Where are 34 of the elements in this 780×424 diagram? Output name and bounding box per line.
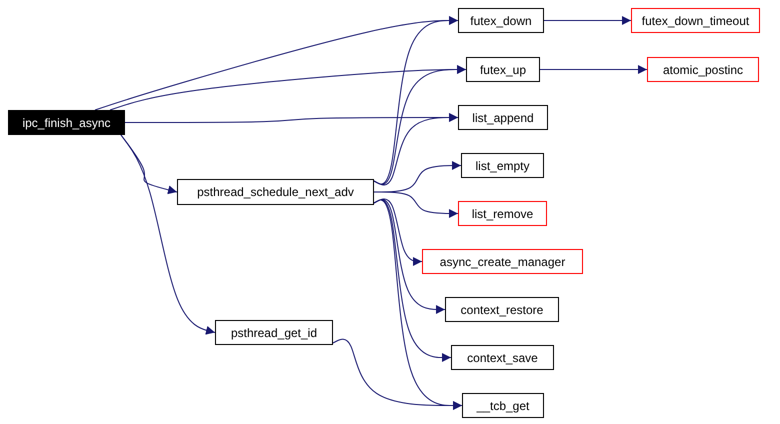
function-box bbox=[461, 153, 544, 178]
function-name: psthread_schedule_next_adv bbox=[197, 185, 354, 199]
function-box bbox=[466, 57, 540, 82]
function-name: ipc_finish_async bbox=[22, 116, 111, 130]
function-name: list_append bbox=[472, 110, 534, 124]
call-arrow bbox=[544, 16, 632, 25]
function-name: async_create_manager bbox=[440, 254, 566, 268]
function-name: context_restore bbox=[460, 302, 544, 316]
function-box bbox=[458, 105, 548, 130]
function-name: list_empty bbox=[475, 158, 530, 172]
call-arrow bbox=[120, 134, 216, 335]
function-name: atomic_postinc bbox=[662, 62, 744, 76]
function-name: futex_down_timeout bbox=[642, 14, 750, 28]
function-box bbox=[458, 8, 544, 33]
function-name: list_remove bbox=[472, 206, 534, 220]
function-box bbox=[215, 320, 333, 345]
function-box bbox=[445, 297, 559, 322]
function-box bbox=[631, 8, 760, 33]
call-arrow bbox=[374, 192, 458, 218]
function-box bbox=[462, 393, 544, 418]
function-name: futex_up bbox=[480, 62, 526, 76]
call-arrow bbox=[332, 338, 462, 410]
function-box bbox=[451, 345, 554, 370]
function-box bbox=[647, 57, 759, 82]
call-arrow bbox=[540, 65, 648, 74]
function-name: psthread_get_id bbox=[230, 326, 318, 340]
function-box bbox=[422, 249, 583, 274]
function-name: __tcb_get bbox=[476, 398, 530, 412]
function-name: futex_down bbox=[470, 14, 532, 28]
call-arrow bbox=[374, 113, 458, 186]
root-function-box bbox=[8, 110, 125, 135]
function-box bbox=[177, 179, 374, 205]
function-box bbox=[458, 201, 547, 226]
function-name: context_save bbox=[467, 350, 538, 364]
